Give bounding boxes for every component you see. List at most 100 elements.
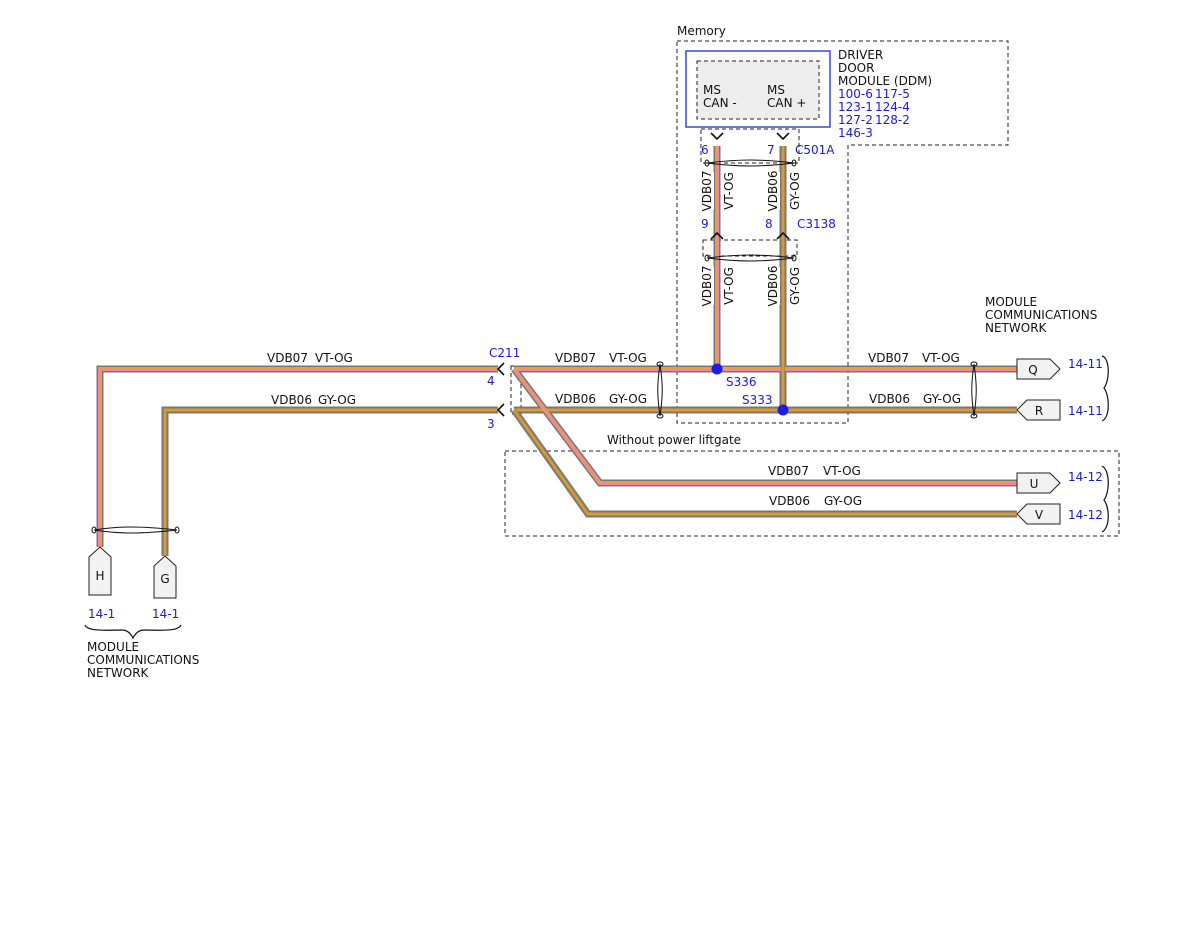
ddm-inner-box xyxy=(696,60,820,120)
twisted-pair-marker-mid xyxy=(704,254,797,262)
twisted-pair-marker-top xyxy=(704,159,797,167)
network-label-left-line3: NETWORK xyxy=(87,666,150,680)
c3138-pin-plus: 8 xyxy=(765,217,773,231)
ddm-ref-146-3: 146-3 xyxy=(838,126,873,140)
c211-pin-vdb07: 4 xyxy=(487,374,495,388)
c501a-pin-plus: 7 xyxy=(767,143,775,157)
vdb06-circuit-vertical-upper: VDB06 xyxy=(766,171,780,211)
c3138-pin8-arrow-icon xyxy=(776,231,790,240)
vdb07-wire-liftgate-tracer xyxy=(513,368,1017,484)
svg-text:VT-OG: VT-OG xyxy=(722,267,736,305)
terminal-v-ref: 14-12 xyxy=(1068,508,1103,522)
ddm-ref-100-6: 100-6 xyxy=(838,87,873,101)
vdb06-wire-left-tracer xyxy=(164,409,498,556)
vdb06-circuit-vertical-lower: VDB06 xyxy=(766,266,780,307)
network-label-right-line1: MODULE xyxy=(985,295,1037,309)
right-brace-upper xyxy=(1101,355,1109,422)
splice-s336 xyxy=(711,363,723,375)
network-label-right-line3: NETWORK xyxy=(985,321,1048,335)
terminal-q-ref: 14-11 xyxy=(1068,357,1103,371)
network-label-left-line1: MODULE xyxy=(87,640,139,654)
c211-pin3-arrow-icon xyxy=(496,403,505,417)
splice-s333 xyxy=(777,404,789,416)
terminal-q: Q xyxy=(1016,358,1061,380)
wire-layer xyxy=(96,146,1017,556)
vdb07-circuit-liftgate: VDB07 xyxy=(768,464,809,478)
svg-text:GY-OG: GY-OG xyxy=(788,172,802,210)
vdb07-color-liftgate: VT-OG xyxy=(823,464,861,478)
ddm-ref-117-5: 117-5 xyxy=(875,87,910,101)
terminal-h: H xyxy=(88,546,112,596)
svg-text:V: V xyxy=(1035,508,1044,522)
ddm-ref-127-2: 127-2 xyxy=(838,113,873,127)
vdb06-circuit-center: VDB06 xyxy=(555,392,596,406)
terminal-v: V xyxy=(1016,503,1061,525)
vdb07-color-center: VT-OG xyxy=(609,351,647,365)
svg-text:VDB06: VDB06 xyxy=(766,266,780,307)
vdb06-wire-liftgate-tracer xyxy=(513,409,1017,515)
vdb07-color-vertical-lower: VT-OG xyxy=(722,267,736,305)
vdb06-color-vertical-upper: GY-OG xyxy=(788,172,802,210)
ddm-name-line2: DOOR xyxy=(838,61,874,75)
memory-label: Memory xyxy=(677,24,726,38)
ms-can-plus-label-line1: MS xyxy=(767,83,785,97)
c501a-label: C501A xyxy=(795,143,835,157)
c211-pin4-arrow-icon xyxy=(496,362,505,376)
vdb06-color-vertical-lower: GY-OG xyxy=(788,267,802,305)
c3138-connector-box xyxy=(702,239,798,257)
driver-door-module: MS CAN - MS CAN + xyxy=(685,50,831,128)
vdb07-color-left: VT-OG xyxy=(315,351,353,365)
vdb06-circuit-left: VDB06 xyxy=(271,393,312,407)
ddm-name-line3: MODULE (DDM) xyxy=(838,74,932,88)
c3138-pin-minus: 9 xyxy=(701,217,709,231)
terminal-u: U xyxy=(1016,472,1061,494)
vdb06-color-left: GY-OG xyxy=(318,393,356,407)
vdb07-color-right: VT-OG xyxy=(922,351,960,365)
network-label-left-line2: COMMUNICATIONS xyxy=(87,653,199,667)
c501a-pin6-arrow-icon xyxy=(710,132,724,141)
vdb06-wire-left-outline xyxy=(161,406,498,556)
splice-s336-label: S336 xyxy=(726,375,757,389)
vdb06-color-center: GY-OG xyxy=(609,392,647,406)
svg-text:VT-OG: VT-OG xyxy=(722,172,736,210)
network-label-right-line2: COMMUNICATIONS xyxy=(985,308,1097,322)
vdb07-color-vertical-upper: VT-OG xyxy=(722,172,736,210)
vdb06-color-liftgate: GY-OG xyxy=(824,494,862,508)
right-brace-lower xyxy=(1101,465,1109,533)
svg-text:Q: Q xyxy=(1028,363,1037,377)
vdb06-color-right: GY-OG xyxy=(923,392,961,406)
c3138-label: C3138 xyxy=(797,217,836,231)
ms-can-plus-label-line2: CAN + xyxy=(767,96,806,110)
vdb06-wire-liftgate xyxy=(512,408,1017,516)
c3138-pin9-arrow-icon xyxy=(710,231,724,240)
vdb06-wire-left xyxy=(163,408,498,556)
vdb07-circuit-right: VDB07 xyxy=(868,351,909,365)
vdb07-circuit-vertical-upper: VDB07 xyxy=(700,171,714,211)
c501a-connector-box xyxy=(700,128,800,164)
terminal-u-ref: 14-12 xyxy=(1068,470,1103,484)
svg-text:G: G xyxy=(160,572,169,586)
vdb07-circuit-vertical-lower: VDB07 xyxy=(700,266,714,307)
c501a-pin-minus: 6 xyxy=(701,143,709,157)
ddm-name-line1: DRIVER xyxy=(838,48,883,62)
ddm-ref-124-4: 124-4 xyxy=(875,100,910,114)
twisted-pair-marker-left xyxy=(91,526,180,534)
terminal-h-ref: 14-1 xyxy=(88,607,115,621)
ddm-ref-128-2: 128-2 xyxy=(875,113,910,127)
ms-can-minus-label-line2: CAN - xyxy=(703,96,737,110)
vdb06-circuit-liftgate: VDB06 xyxy=(769,494,810,508)
terminal-r-ref: 14-11 xyxy=(1068,404,1103,418)
vdb07-wire-liftgate xyxy=(512,367,1017,485)
c211-pin-vdb06: 3 xyxy=(487,417,495,431)
twisted-pair-marker-c211 xyxy=(656,361,664,419)
terminal-g: G xyxy=(153,555,177,599)
svg-text:R: R xyxy=(1035,404,1043,418)
ddm-ref-123-1: 123-1 xyxy=(838,100,873,114)
svg-text:VDB07: VDB07 xyxy=(700,266,714,307)
c211-label: C211 xyxy=(489,346,520,360)
left-brace xyxy=(84,624,182,640)
vdb07-wire-left-tracer xyxy=(99,368,498,547)
svg-text:H: H xyxy=(95,569,104,583)
vdb06-wire-liftgate-outline xyxy=(511,407,1017,518)
